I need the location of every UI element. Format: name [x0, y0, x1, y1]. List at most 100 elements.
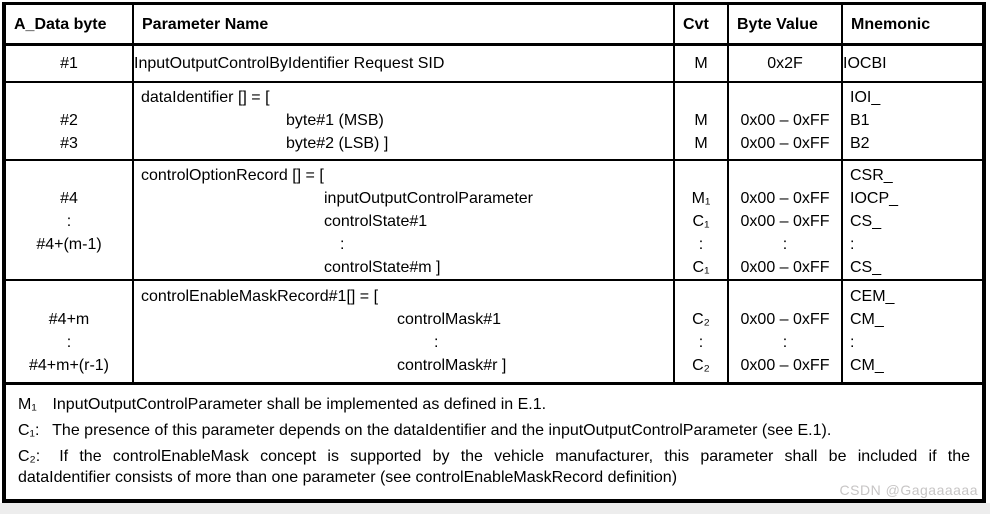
param-line: controlState#m ]: [324, 259, 441, 276]
footnote-text: The presence of this parameter depends o…: [52, 422, 832, 439]
byte-line: [8, 256, 131, 278]
mnemonic-line: :: [850, 334, 855, 351]
cvt-line: M: [694, 112, 708, 129]
mnemonic-line: CM_: [850, 311, 884, 328]
param-line: dataIdentifier [] = [: [141, 89, 270, 106]
param-line: :: [434, 334, 439, 351]
footnote-label: C₁:: [18, 422, 40, 439]
mnemonic-cell: IOI_ B1 B2: [841, 81, 983, 161]
byte-line: #4: [60, 190, 78, 207]
mnemonic-line: CEM_: [850, 288, 895, 305]
param-line: controlMask#r ]: [397, 357, 507, 374]
mnemonic-line: IOCP_: [850, 190, 899, 207]
value-line: 0x00 – 0xFF: [740, 135, 830, 152]
footnote-m1: M₁ InputOutputControlParameter shall be …: [18, 394, 970, 415]
footnote-c2: C₂: If the controlEnableMask concept is …: [18, 446, 970, 488]
byte-cell: #4+m : #4+m+(r-1): [5, 279, 134, 383]
footnote-text-line: C₂: If the controlEnableMask concept is …: [18, 446, 970, 467]
byte-cell: #2 #3: [5, 81, 134, 161]
value-line: :: [782, 334, 788, 351]
cvt-cell: M M: [673, 81, 729, 161]
param-line: byte#2 (LSB) ]: [286, 135, 389, 152]
mnemonic-line: B1: [850, 112, 870, 129]
footnote-label: C₂:: [18, 448, 41, 465]
param-cell: controlEnableMaskRecord#1[] = [ controlM…: [132, 279, 675, 383]
param-line: controlMask#1: [397, 311, 502, 328]
value-line: 0x00 – 0xFF: [740, 259, 830, 276]
param-cell: controlOptionRecord [] = [ inputOutputCo…: [132, 159, 675, 281]
footnotes-section: M₁ InputOutputControlParameter shall be …: [6, 385, 982, 488]
value-line: :: [782, 236, 788, 253]
header-byte-value: Byte Value: [727, 4, 843, 46]
cvt-line: [676, 285, 726, 308]
param-line: byte#1 (MSB): [286, 112, 384, 129]
cvt-line: [676, 86, 726, 109]
table-row: #1 InputOutputControlByIdentifier Reques…: [5, 43, 983, 83]
value-line: [730, 285, 840, 308]
value-line: 0x00 – 0xFF: [740, 112, 830, 129]
byte-cell: #1: [5, 43, 134, 83]
param-line: inputOutputControlParameter: [324, 190, 533, 207]
footnote-text: InputOutputControlParameter shall be imp…: [52, 396, 547, 413]
header-row: A_Data byte Parameter Name Cvt Byte Valu…: [5, 4, 983, 46]
byte-line: #2: [60, 112, 78, 129]
value-line: 0x00 – 0xFF: [740, 357, 830, 374]
value-line: 0x00 – 0xFF: [740, 213, 830, 230]
cvt-line: C₂: [692, 311, 710, 328]
header-cvt: Cvt: [673, 4, 729, 46]
cvt-line: C₁: [692, 213, 710, 230]
mnemonic-cell: CEM_ CM_ : CM_: [841, 279, 983, 383]
value-cell: 0x00 – 0xFF : 0x00 – 0xFF: [727, 279, 843, 383]
header-parameter-name: Parameter Name: [132, 4, 675, 46]
mnemonic-line: CS_: [850, 259, 882, 276]
cvt-line: M: [694, 135, 708, 152]
mnemonic-line: B2: [850, 135, 870, 152]
footnote-label: M₁: [18, 396, 37, 413]
value-line: 0x00 – 0xFF: [740, 311, 830, 328]
byte-line: :: [66, 334, 72, 351]
param-line: controlState#1: [324, 213, 428, 230]
byte-line: #4+m+(r-1): [28, 357, 110, 374]
cvt-cell: C₂ : C₂: [673, 279, 729, 383]
param-line: :: [340, 236, 345, 253]
table-row: #4+m : #4+m+(r-1) controlEnableMaskRecor…: [5, 279, 983, 383]
mnemonic-line: CSR_: [850, 167, 893, 184]
value-cell: 0x00 – 0xFF 0x00 – 0xFF: [727, 81, 843, 161]
header-a-data-byte: A_Data byte: [5, 4, 134, 46]
byte-line: :: [66, 213, 72, 230]
cvt-cell: M₁ C₁ : C₁: [673, 159, 729, 281]
param-cell: dataIdentifier [] = [ byte#1 (MSB) byte#…: [132, 81, 675, 161]
table-row: #4 : #4+(m-1) controlOptionRecord [] = […: [5, 159, 983, 281]
byte-line: [8, 164, 131, 187]
byte-line: [8, 86, 131, 109]
cvt-cell: M: [673, 43, 729, 83]
mnemonic-cell: IOCBI: [841, 43, 983, 83]
table-frame: A_Data byte Parameter Name Cvt Byte Valu…: [2, 2, 986, 503]
bottom-margin-strip: [0, 503, 990, 514]
param-line: controlOptionRecord [] = [: [141, 167, 324, 184]
cvt-line: C₂: [692, 357, 710, 374]
footnote-text: If the controlEnableMask concept is supp…: [59, 448, 970, 465]
param-cell: InputOutputControlByIdentifier Request S…: [132, 43, 675, 83]
watermark: CSDN @Gagaaaaaa: [839, 482, 978, 498]
byte-line: #4+(m-1): [36, 236, 102, 253]
table-grid: A_Data byte Parameter Name Cvt Byte Valu…: [5, 4, 983, 385]
header-mnemonic: Mnemonic: [841, 4, 983, 46]
footnote-text-line: dataIdentifier consists of more than one…: [18, 469, 678, 486]
mnemonic-line: CS_: [850, 213, 882, 230]
mnemonic-line: IOI_: [850, 89, 881, 106]
spec-table: A_Data byte Parameter Name Cvt Byte Valu…: [5, 4, 983, 383]
table-row: #2 #3 dataIdentifier [] = [ byte#1 (MSB)…: [5, 81, 983, 161]
cvt-line: M₁: [691, 190, 711, 207]
cvt-line: :: [698, 236, 704, 253]
mnemonic-line: CM_: [850, 357, 884, 374]
byte-cell: #4 : #4+(m-1): [5, 159, 134, 281]
cvt-line: [676, 164, 726, 187]
mnemonic-line: :: [850, 236, 855, 253]
value-cell: 0x2F: [727, 43, 843, 83]
byte-line: #3: [60, 135, 78, 152]
value-line: [730, 86, 840, 109]
footnote-c1: C₁: The presence of this parameter depen…: [18, 420, 970, 441]
param-line: controlEnableMaskRecord#1[] = [: [141, 288, 379, 305]
